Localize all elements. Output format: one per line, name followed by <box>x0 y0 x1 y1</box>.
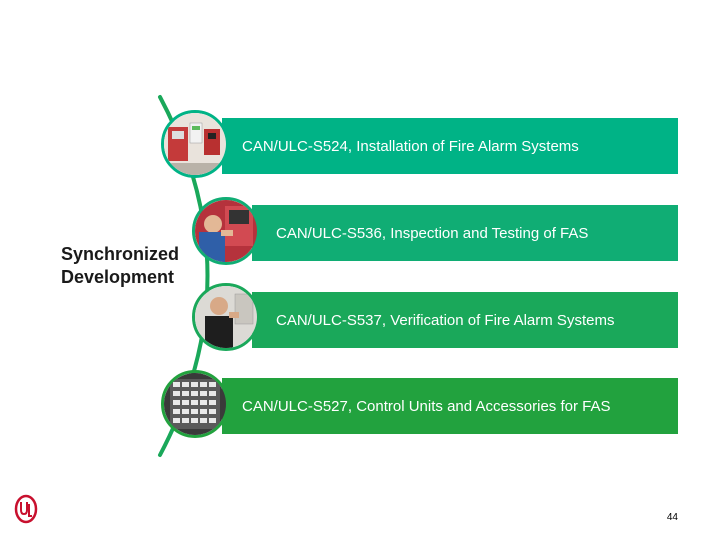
photo-control-units <box>161 370 229 438</box>
standard-label: CAN/ULC-S536, Inspection and Testing of … <box>276 224 589 242</box>
standard-label: CAN/ULC-S527, Control Units and Accessor… <box>242 397 611 415</box>
standard-bar-s524: CAN/ULC-S524, Installation of Fire Alarm… <box>222 118 678 174</box>
side-title-line1: Synchronized <box>61 244 180 264</box>
photo-fire-alarm-installation <box>161 110 229 178</box>
standard-bar-s537: CAN/ULC-S537, Verification of Fire Alarm… <box>252 292 678 348</box>
side-title: Synchronized Development <box>61 243 179 289</box>
page-number: 44 <box>666 512 678 523</box>
ul-logo-icon <box>14 494 38 524</box>
side-title-line2: Development <box>61 267 175 287</box>
photo-verification <box>192 283 260 351</box>
photo-inspection-testing <box>192 197 260 265</box>
standard-label: CAN/ULC-S524, Installation of Fire Alarm… <box>242 137 579 155</box>
standard-bar-s527: CAN/ULC-S527, Control Units and Accessor… <box>222 378 678 434</box>
standard-label: CAN/ULC-S537, Verification of Fire Alarm… <box>276 311 615 329</box>
standard-bar-s536: CAN/ULC-S536, Inspection and Testing of … <box>252 205 678 261</box>
